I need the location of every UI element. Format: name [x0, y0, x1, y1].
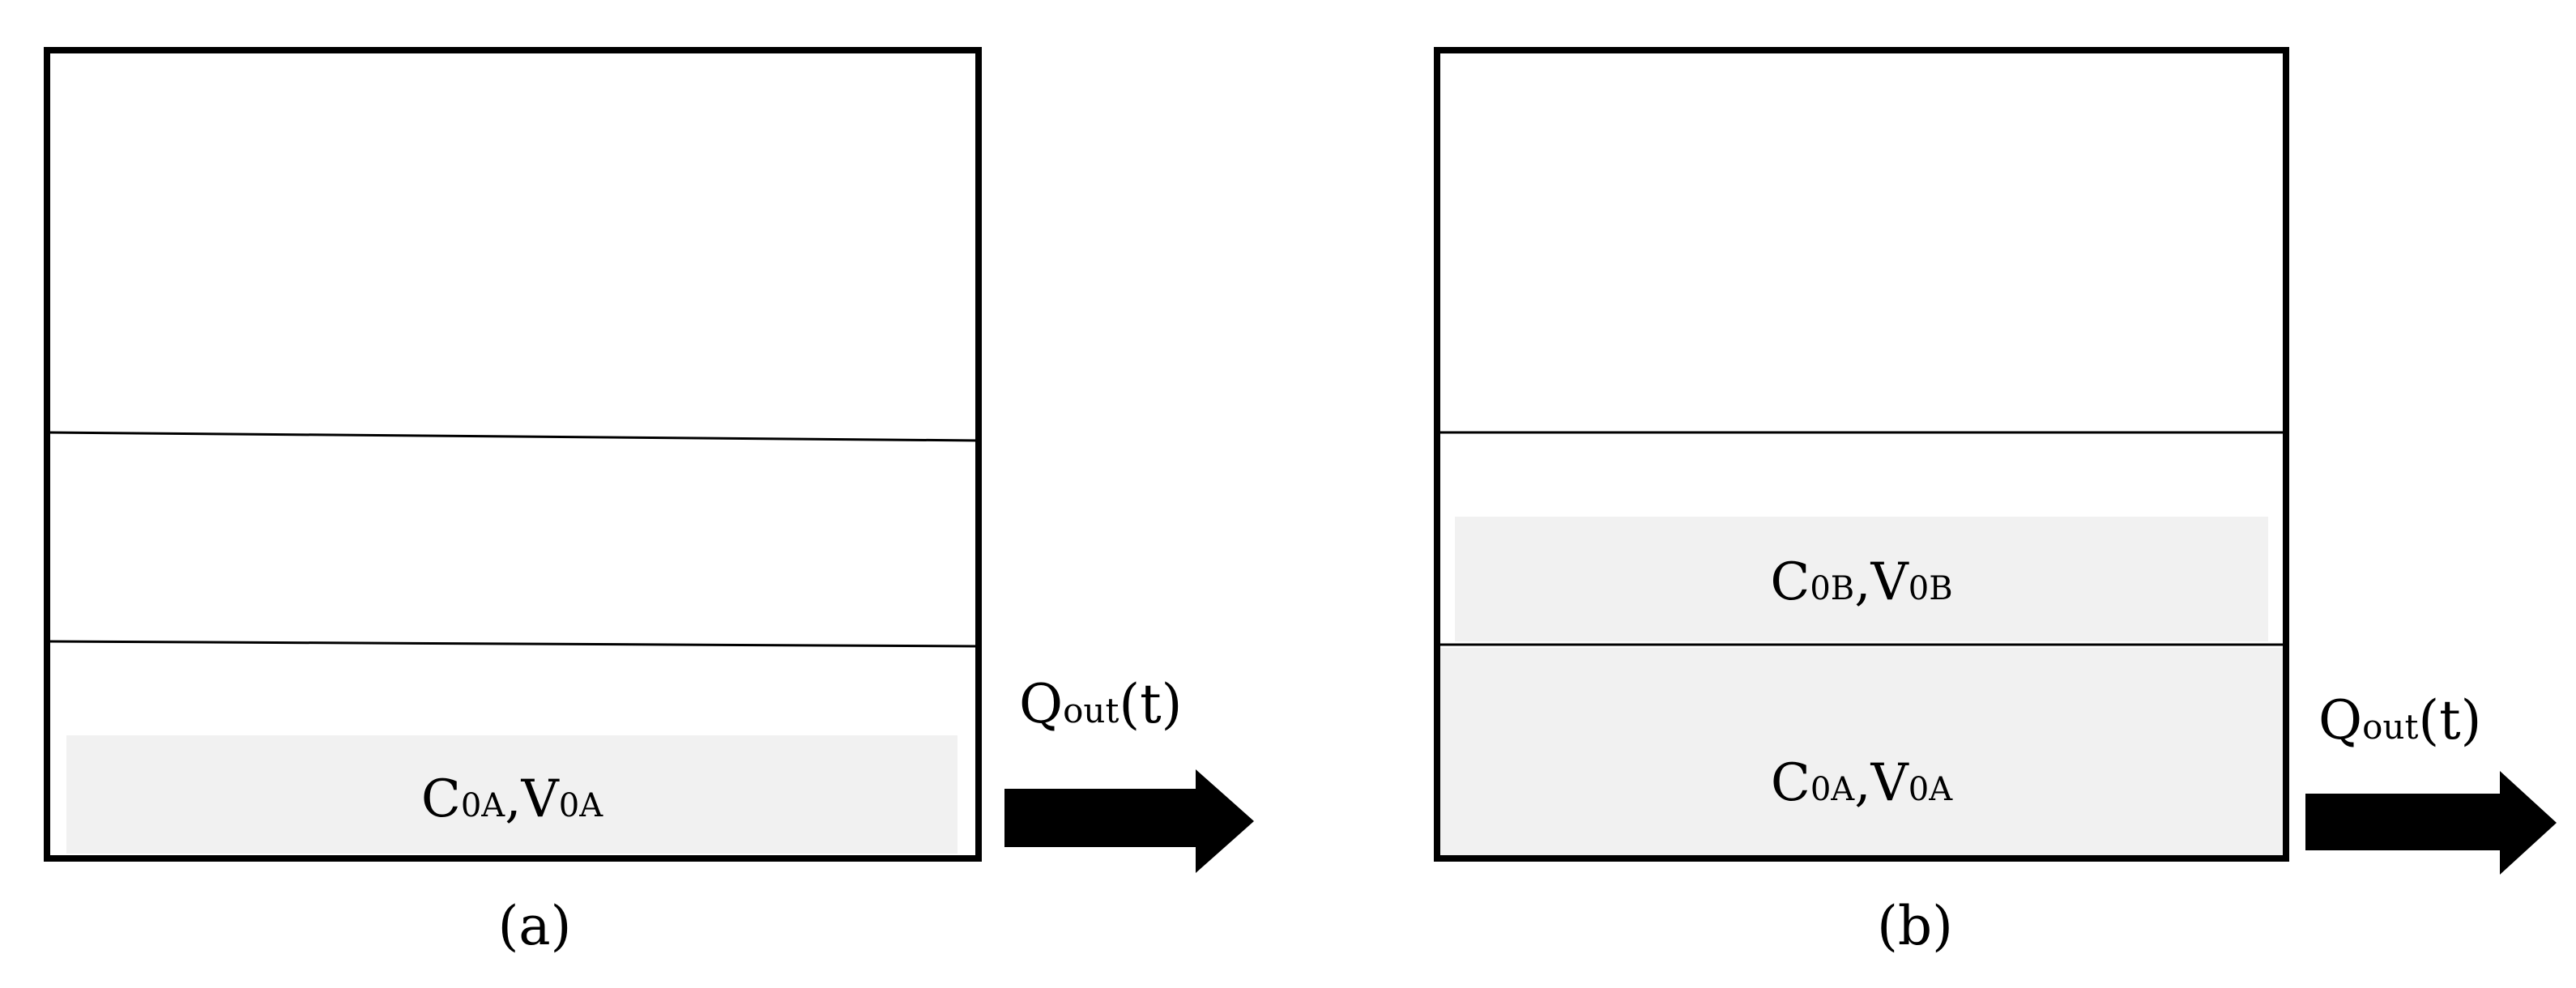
panel-a-upper-interface-line [46, 431, 979, 442]
label-v-symbol: V [1870, 753, 1910, 813]
flow-q-symbol: Q [1019, 673, 1063, 735]
flow-q-symbol: Q [2318, 689, 2362, 752]
flow-subscript: out [2362, 707, 2418, 747]
flow-argument: (t) [2418, 689, 2481, 752]
panel-a-layer-a-label: C0A,V0A [421, 769, 603, 829]
panel-a-outflow-arrow [1004, 769, 1254, 873]
panel-b-layer-b-label: C0B,V0B [1770, 552, 1952, 612]
panel-b: C0B,V0B C0A,V0A Qout(t) (b) [1434, 47, 2557, 957]
label-c-subscript: 0A [1810, 771, 1855, 808]
label-c-symbol: C [1771, 753, 1810, 813]
label-v-subscript: 0B [1909, 570, 1953, 607]
panel-b-layer-a-fill [1439, 648, 2284, 855]
label-c-symbol: C [1770, 552, 1810, 612]
flow-argument: (t) [1119, 673, 1182, 735]
label-v-symbol: V [1870, 552, 1910, 612]
panel-b-flow-label: Qout(t) [2318, 689, 2481, 752]
panel-b-layer-a-label: C0A,V0A [1771, 753, 1953, 813]
label-separator: , [1854, 753, 1870, 813]
label-v-subscript: 0A [1909, 771, 1953, 808]
label-v-symbol: V [521, 769, 561, 829]
panel-b-tank-outline [1434, 47, 2289, 862]
panel-a-tank-outline [44, 47, 982, 862]
label-separator: , [1854, 552, 1870, 612]
label-c-subscript: 0B [1810, 570, 1854, 607]
flow-subscript: out [1063, 691, 1119, 730]
label-c-subscript: 0A [461, 787, 505, 824]
label-v-subscript: 0A [559, 787, 603, 824]
panel-a-lower-interface-line [46, 640, 979, 648]
label-c-symbol: C [421, 769, 461, 829]
panel-a: C0A,V0A Qout(t) (a) [44, 47, 1254, 957]
panel-b-outflow-arrow [2305, 771, 2557, 875]
panel-b-caption: (b) [1877, 895, 1953, 957]
label-separator: , [505, 769, 521, 829]
panel-b-layer-b-fill [1455, 517, 2268, 641]
panel-a-caption: (a) [498, 895, 572, 957]
panel-a-layer-a-fill [66, 735, 957, 854]
panel-a-flow-label: Qout(t) [1019, 673, 1182, 735]
